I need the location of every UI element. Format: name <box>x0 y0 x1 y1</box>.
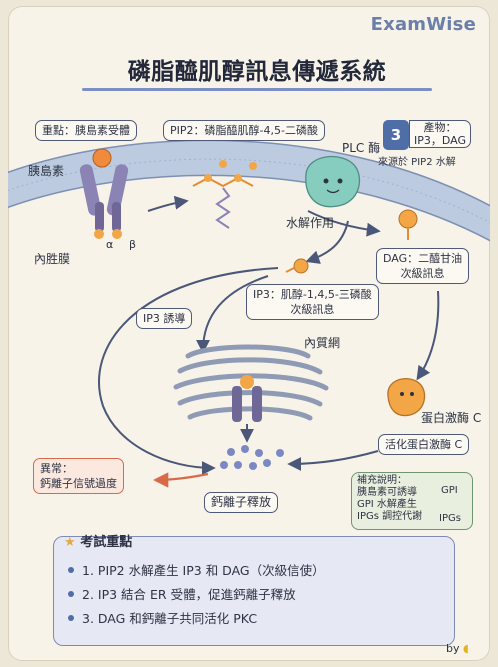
banana-icon: ◖ <box>463 642 469 655</box>
abnormal-line2: 鈣離子信號過度 <box>40 477 117 490</box>
arrow-receptor-to-pip2 <box>147 195 189 212</box>
bullet-icon <box>68 615 74 621</box>
step-number-badge: 3 <box>383 120 409 150</box>
credit-text: by ◖ <box>446 642 469 656</box>
ip3-molecule-icon <box>285 258 309 274</box>
pkc-label: 蛋白激酶 C <box>421 411 482 425</box>
exam-item-1: 1. PIP2 水解產生 IP3 和 DAG（次級信使） <box>82 563 325 578</box>
exam-title-text: 考試重點 <box>80 535 133 550</box>
note-gpi-label: GPI <box>441 485 458 496</box>
note-ipgs-label: IPGs <box>439 513 461 524</box>
note-line3: IPGs 調控代謝 <box>357 511 423 522</box>
plc-source-label: 來源於 PIP2 水解 <box>378 157 456 168</box>
exam-item-2: 2. IP3 結合 ER 受體，促進鈣離子釋放 <box>82 587 296 602</box>
credit-label: by <box>446 642 460 655</box>
dag-molecule-icon <box>398 209 418 240</box>
brand-logo: ExamWise <box>370 14 476 35</box>
bullet-icon <box>68 591 74 597</box>
calcium-channel-icon <box>232 375 262 443</box>
products-box: 產物： IP3，DAG <box>409 120 472 148</box>
dag-label-box: DAG：二醯甘油 次級訊息 <box>376 248 470 284</box>
note-line1: 胰島素可誘導 <box>357 487 417 498</box>
products-line2: IP3，DAG <box>414 134 467 147</box>
arrow-ip3-induce <box>196 275 269 354</box>
membrane-inner-line <box>8 158 490 224</box>
star-icon: ★ <box>64 535 76 550</box>
pip2-label-box: PIP2：磷脂醯肌醇-4,5-二磷酸 <box>163 120 325 141</box>
side-note-text: 補充說明： 胰島素可誘導 GPI 水解產生 IPGs 調控代謝 <box>357 475 422 523</box>
abnormal-line1: 異常： <box>40 462 73 475</box>
ip3-label-box: IP3：肌醇-1,4,5-三磷酸 次級訊息 <box>246 284 379 320</box>
bullet-icon <box>68 567 74 573</box>
title-underline <box>82 88 432 91</box>
active-pkc-box: 活化蛋白激酶 C <box>378 434 470 455</box>
note-line2: GPI 水解產生 <box>357 499 417 510</box>
insulin-label: 胰島素 <box>28 164 65 178</box>
calcium-release-box: 鈣離子釋放 <box>204 492 279 513</box>
pkc-enzyme-icon <box>387 378 426 417</box>
side-note-box <box>351 472 473 530</box>
alpha-label: α <box>106 238 114 251</box>
insulin-receptor-icon <box>79 164 129 239</box>
arrow-dag-to-pkc <box>416 290 440 381</box>
membrane-label: 內胜膜 <box>34 252 71 266</box>
focus-label-box: 重點：胰島素受體 <box>35 120 137 141</box>
exam-points-title: ★ 考試重點 <box>64 531 132 550</box>
abnormal-box: 異常： 鈣離子信號過度 <box>33 458 124 494</box>
exam-points-panel <box>53 536 455 646</box>
dag-line2: 次級訊息 <box>400 267 445 280</box>
beta-label: β <box>129 238 137 251</box>
arrow-to-ip3 <box>305 220 349 264</box>
calcium-ions <box>220 445 284 470</box>
plc-label: PLC 酶 <box>342 141 381 155</box>
products-line1: 產物： <box>423 121 457 134</box>
pip2-molecule-icon <box>192 160 257 229</box>
arrow-hydrolysis <box>307 210 381 237</box>
page-title: 磷脂醯肌醇訊息傳遞系統 <box>127 59 387 85</box>
plc-enzyme-icon <box>305 155 361 208</box>
ip3-line1: IP3：肌醇-1,4,5-三磷酸 <box>253 288 372 301</box>
cell-membrane <box>8 139 490 242</box>
arrow-abnormal <box>152 472 209 488</box>
diagram-card: ExamWise 磷脂醯肌醇訊息傳遞系統 重點：胰島素受體 PIP2：磷脂醯肌醇… <box>8 6 490 661</box>
hydrolysis-label: 水解作用 <box>286 216 335 230</box>
ip3-induce-box: IP3 誘導 <box>136 308 193 329</box>
arrow-pkc-to-calcium <box>287 450 379 471</box>
endoplasmic-reticulum-icon <box>173 344 329 421</box>
insulin-ligand-icon <box>92 148 112 168</box>
diagram-canvas <box>8 139 490 516</box>
exam-item-3: 3. DAG 和鈣離子共同活化 PKC <box>82 611 258 626</box>
note-title: 補充說明： <box>357 475 407 486</box>
dag-line1: DAG：二醯甘油 <box>383 252 463 265</box>
arrow-feedback-loop <box>98 267 279 475</box>
er-label: 內質網 <box>304 336 341 350</box>
ip3-line2: 次級訊息 <box>290 303 335 316</box>
